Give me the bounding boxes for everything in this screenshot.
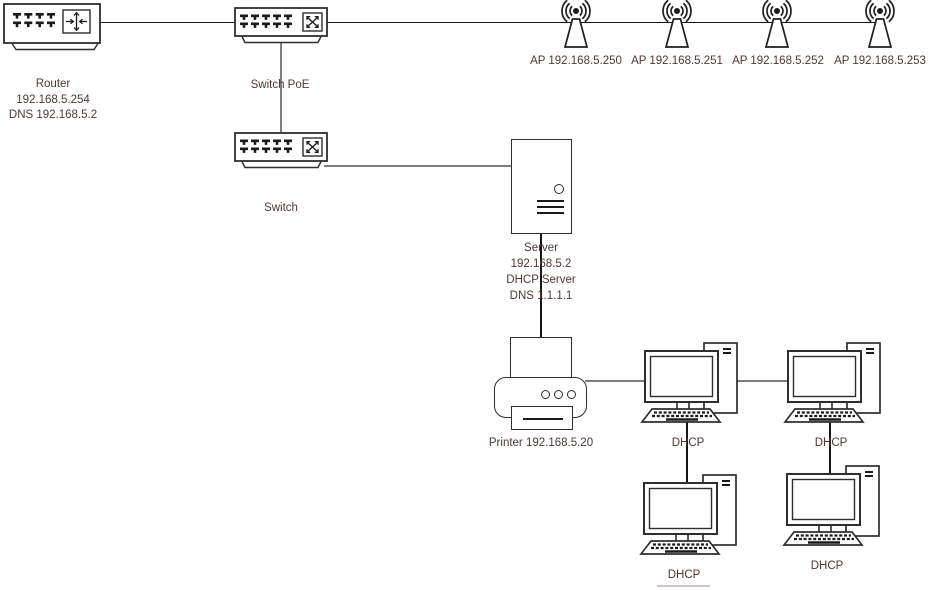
router-node: [3, 3, 103, 53]
router-ip: 192.168.5.254: [16, 93, 90, 106]
router-dns: DNS 192.168.5.2: [8, 109, 98, 121]
server-vent-line: [537, 200, 564, 203]
server-ip: 192.168.5.2: [510, 258, 572, 270]
edge-server-to-printer: [540, 233, 542, 340]
edge-printer-to-pc1: [585, 380, 648, 382]
pc2-label: DHCP: [815, 436, 848, 452]
desktop-pc-icon: [782, 465, 880, 546]
server-vent-line: [537, 206, 564, 209]
server-vent-line: [537, 212, 564, 215]
server-role: DHCP Server: [506, 274, 576, 286]
switch-poe-node: [234, 7, 329, 45]
printer-output-tray: [511, 406, 573, 430]
printer-button-icon: [554, 390, 563, 399]
printer-label-text: Printer 192.168.5.20: [488, 437, 594, 449]
router-label: Router 192.168.5.254 DNS 192.168.5.2: [9, 77, 97, 124]
pc3-label: DHCP: [668, 568, 701, 584]
pc4-node: [782, 463, 882, 548]
ap4-label-text: AP 192.168.5.253: [834, 55, 926, 67]
switch-label: Switch: [264, 201, 298, 217]
wireless-ap-icon: [561, 0, 591, 48]
printer-output-slot: [523, 418, 563, 420]
switch-icon: [234, 132, 328, 169]
edge-pc1-to-pc2: [735, 380, 791, 382]
edge-pc1-to-pc3: [686, 422, 688, 484]
pc2-node: [783, 340, 883, 425]
printer-button-icon: [567, 390, 576, 399]
ap3-node: [747, 0, 807, 52]
server-node: [511, 139, 572, 234]
ap2-label-text: AP 192.168.5.251: [631, 55, 723, 67]
pc3-node: [639, 472, 739, 557]
ap4-node: [850, 0, 910, 52]
ap1-label: AP 192.168.5.250: [530, 54, 622, 70]
pc3-label-text: DHCP: [667, 569, 701, 581]
server-dns: DNS 1.1.1.1: [509, 290, 573, 302]
server-label: Server 192.168.5.2 DHCP Server DNS 1.1.1…: [506, 240, 575, 304]
switch-poe-label-text: Switch PoE: [250, 79, 310, 91]
ap2-node: [647, 0, 707, 52]
pc2-label-text: DHCP: [814, 437, 848, 449]
switch-label-text: Switch: [264, 202, 298, 214]
desktop-pc-icon: [640, 342, 738, 423]
ap1-node: [546, 0, 606, 52]
edge-switch-to-server: [324, 165, 512, 167]
router-icon: [3, 3, 101, 51]
ap3-label: AP 192.168.5.252: [732, 54, 824, 70]
printer-button-icon: [541, 390, 550, 399]
edge-switchpoe-to-switch: [280, 42, 282, 134]
wireless-ap-icon: [662, 0, 692, 48]
pc1-label-text: DHCP: [671, 437, 705, 449]
switch-poe-icon: [234, 7, 328, 44]
ap1-label-text: AP 192.168.5.250: [530, 55, 622, 67]
wireless-ap-icon: [762, 0, 792, 48]
ap4-label: AP 192.168.5.253: [834, 54, 926, 70]
server-power-led-icon: [554, 184, 564, 194]
router-name: Router: [35, 78, 71, 90]
ap2-label: AP 192.168.5.251: [631, 54, 723, 70]
switch-poe-label: Switch PoE: [251, 78, 310, 94]
ap3-label-text: AP 192.168.5.252: [732, 55, 824, 67]
server-name: Server: [524, 242, 558, 254]
pc4-label-text: DHCP: [810, 560, 844, 572]
edge-router-to-switchpoe: [100, 21, 236, 23]
edge-switchpoe-to-aps-bus: [327, 21, 878, 23]
desktop-pc-icon: [783, 342, 881, 423]
desktop-pc-icon: [639, 474, 737, 555]
edge-stub-below-pc3: [657, 585, 710, 587]
switch-node: [234, 132, 329, 170]
pc1-node: [640, 340, 740, 425]
pc4-label: DHCP: [811, 559, 844, 575]
printer-paper-tray: [510, 337, 572, 378]
pc1-label: DHCP: [672, 436, 705, 452]
edge-pc2-to-pc4: [829, 422, 831, 475]
wireless-ap-icon: [865, 0, 895, 48]
printer-label: Printer 192.168.5.20: [489, 436, 593, 452]
